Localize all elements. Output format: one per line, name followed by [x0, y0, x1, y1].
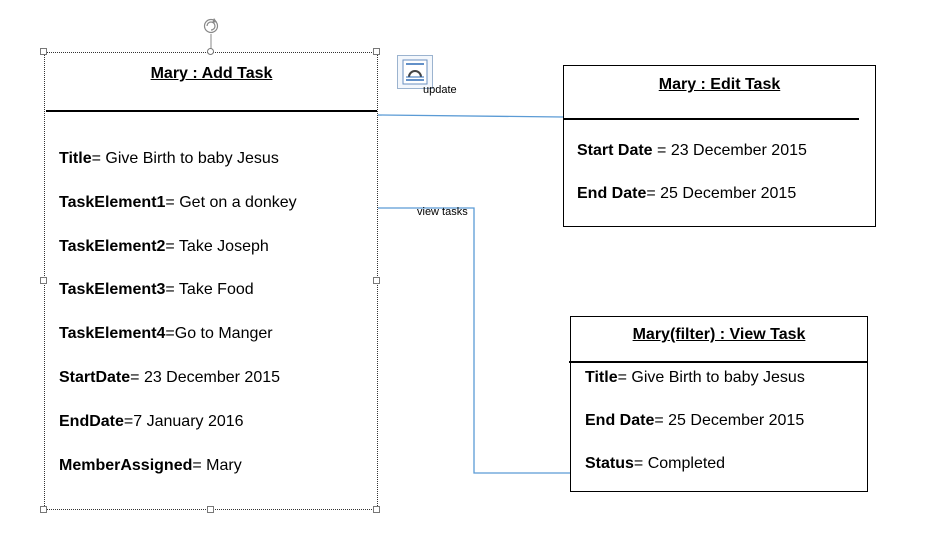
- view-task-divider: [569, 361, 867, 363]
- add-task-divider: [46, 110, 377, 112]
- attr-value: 23 December 2015: [670, 142, 807, 159]
- edit-task-attr-row: Start Date = 23 December 2015: [577, 142, 807, 160]
- attr-separator: =: [130, 369, 144, 386]
- add-task-attr-row: MemberAssigned= Mary: [59, 457, 242, 475]
- attr-separator: =: [123, 412, 134, 430]
- attr-separator: =: [165, 193, 180, 211]
- attr-separator: =: [165, 237, 179, 255]
- attr-separator: =: [91, 150, 106, 167]
- attr-separator: =: [646, 185, 661, 202]
- view-task-attr-row: Status= Completed: [585, 455, 725, 473]
- view-tasks-connector-label: view tasks: [417, 206, 468, 218]
- edit-task-box[interactable]: Mary : Edit Task Start Date = 23 Decembe…: [563, 65, 876, 227]
- add-task-attr-row: TaskElement1= Get on a donkey: [59, 194, 297, 212]
- attr-separator: =: [165, 325, 175, 343]
- attr-label: TaskElement1: [59, 193, 166, 211]
- view-task-title: Mary(filter) : View Task: [632, 326, 806, 343]
- attr-label: Title: [59, 150, 92, 167]
- add-task-attr-row: TaskElement3= Take Food: [59, 281, 254, 299]
- resize-handle-br[interactable]: [373, 506, 380, 513]
- attr-value: Give Birth to baby Jesus: [105, 150, 279, 167]
- attr-separator: =: [617, 369, 632, 386]
- add-task-attr-row: EndDate=7 January 2016: [59, 413, 244, 431]
- view-tasks-connector[interactable]: [378, 207, 570, 474]
- resize-handle-tc[interactable]: [207, 48, 214, 55]
- resize-handle-tr[interactable]: [373, 48, 380, 55]
- view-task-box[interactable]: Mary(filter) : View Task Title= Give Bir…: [569, 316, 868, 492]
- attr-value: Go to Manger: [174, 325, 273, 343]
- add-task-attr-row: TaskElement2= Take Joseph: [59, 238, 269, 256]
- view-task-attr-row: End Date= 25 December 2015: [585, 412, 804, 430]
- rotate-handle-icon[interactable]: [203, 18, 219, 49]
- attr-separator: =: [654, 412, 669, 429]
- resize-handle-ml[interactable]: [40, 277, 47, 284]
- add-task-box[interactable]: Mary : Add Task Title= Give Birth to bab…: [46, 53, 377, 509]
- attr-separator: =: [165, 281, 179, 299]
- update-connector[interactable]: [377, 114, 564, 118]
- attr-label: Title: [585, 369, 618, 386]
- attr-label: Status: [585, 455, 634, 472]
- edit-task-title: Mary : Edit Task: [658, 76, 781, 93]
- attr-value: Mary: [206, 456, 242, 474]
- attr-value: Get on a donkey: [179, 193, 297, 211]
- attr-value: Completed: [647, 455, 726, 472]
- resize-handle-bc[interactable]: [207, 506, 214, 513]
- attr-value: Give Birth to baby Jesus: [631, 369, 805, 386]
- edit-task-attr-row: End Date= 25 December 2015: [577, 185, 796, 203]
- attr-value: 23 December 2015: [143, 369, 281, 386]
- resize-handle-mr[interactable]: [373, 277, 380, 284]
- attr-label: TaskElement2: [59, 237, 166, 255]
- add-task-attr-row: StartDate= 23 December 2015: [59, 369, 280, 387]
- attr-label: MemberAssigned: [59, 456, 193, 474]
- attr-label: EndDate: [59, 412, 124, 430]
- attr-label: StartDate: [59, 369, 131, 386]
- attr-label: TaskElement4: [59, 325, 166, 343]
- layout-options-icon[interactable]: [397, 55, 433, 89]
- selection-frame: [44, 52, 378, 510]
- attr-value: 7 January 2016: [133, 412, 244, 430]
- attr-separator: =: [652, 142, 671, 159]
- attr-separator: =: [633, 455, 648, 472]
- attr-value: Take Food: [178, 281, 254, 299]
- attr-separator: =: [192, 456, 207, 474]
- resize-handle-tl[interactable]: [40, 48, 47, 55]
- resize-handle-bl[interactable]: [40, 506, 47, 513]
- add-task-attr-row: TaskElement4=Go to Manger: [59, 325, 273, 343]
- attr-label: End Date: [577, 185, 647, 202]
- attr-value: 25 December 2015: [668, 412, 805, 429]
- add-task-title: Mary : Add Task: [150, 65, 273, 82]
- attr-label: Start Date: [577, 142, 653, 159]
- add-task-attr-row: Title= Give Birth to baby Jesus: [59, 150, 279, 168]
- attr-label: TaskElement3: [59, 281, 166, 299]
- edit-task-divider: [564, 118, 859, 120]
- attr-value: Take Joseph: [178, 237, 269, 255]
- attr-value: 25 December 2015: [660, 185, 797, 202]
- update-connector-label: update: [423, 84, 457, 96]
- attr-label: End Date: [585, 412, 655, 429]
- view-task-attr-row: Title= Give Birth to baby Jesus: [585, 369, 805, 387]
